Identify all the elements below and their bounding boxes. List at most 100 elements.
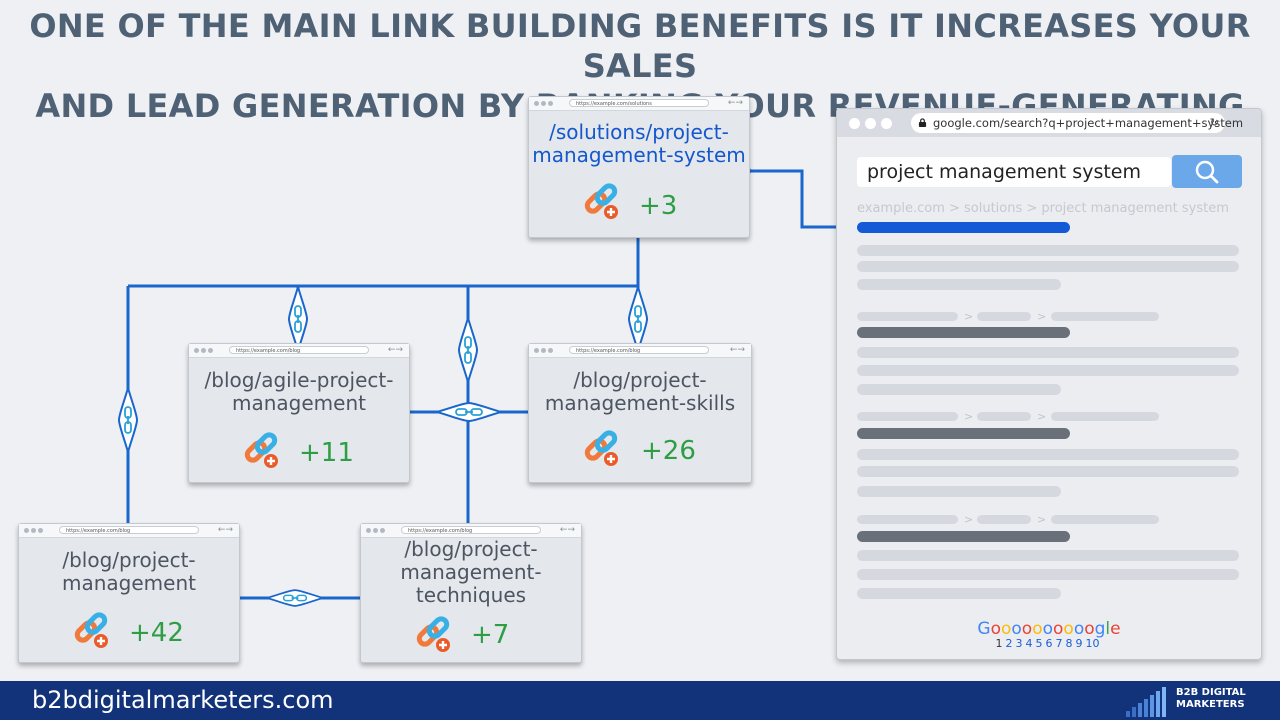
browser-bar: https://example.com/blog ←→ [189, 344, 409, 358]
url-field[interactable]: https://example.com/blog [401, 526, 541, 534]
reload-icon[interactable]: ↻ [1209, 116, 1219, 129]
result-snippet-line [857, 569, 1239, 580]
result-url-segment [857, 312, 958, 321]
brand-line: B2B DIGITAL [1176, 687, 1246, 698]
browser-bar: https://example.com/blog ←→ [19, 524, 239, 538]
window-dots-icon [194, 348, 215, 367]
nav-arrows-icon[interactable]: ←→ [727, 98, 743, 108]
page-number[interactable]: 2 [1005, 637, 1013, 650]
crumb-separator: > [1037, 410, 1047, 423]
window-dots-icon [849, 118, 897, 137]
result-title-highlighted[interactable] [857, 222, 1070, 233]
page-card-techniques[interactable]: https://example.com/blog ←→ /blog/projec… [360, 523, 582, 663]
page-title-line: /blog/project- [573, 368, 707, 392]
search-icon [1195, 160, 1219, 184]
logo-letter: G [977, 619, 991, 639]
page-card-skills[interactable]: https://example.com/blog ←→ /blog/projec… [528, 343, 752, 483]
page-title: /blog/project- management [19, 549, 239, 595]
page-title-line: techniques [415, 583, 527, 607]
window-dots-icon [24, 528, 45, 547]
result-snippet-line [857, 384, 1061, 395]
nav-arrows-icon[interactable]: ←→ [729, 345, 745, 355]
page-title-line: /blog/project- [62, 548, 196, 572]
address-bar[interactable]: google.com/search?q+project+management+s… [911, 113, 1243, 133]
result-snippet-line [857, 261, 1239, 272]
page-number[interactable]: 9 [1075, 637, 1083, 650]
window-dots-icon [534, 101, 555, 120]
backlink-count: +11 [299, 438, 354, 468]
page-title: /blog/project- management-skills [529, 369, 751, 415]
site-url[interactable]: b2bdigitalmarketers.com [32, 686, 334, 714]
url-field[interactable]: https://example.com/blog [59, 526, 199, 534]
crumb-separator: > [964, 310, 974, 323]
browser-bar: https://example.com/blog ←→ [529, 344, 751, 358]
result-snippet-line [857, 347, 1239, 358]
result-title[interactable] [857, 428, 1070, 439]
link-diamond-icon [628, 287, 648, 351]
nav-arrows-icon[interactable]: ←→ [559, 525, 575, 535]
address-text: google.com/search?q+project+management+s… [933, 116, 1244, 130]
page-number[interactable]: 1 [995, 637, 1003, 650]
result-url-segment [1051, 515, 1159, 524]
logo-letter: g [1094, 619, 1106, 639]
link-diamond-icon [267, 589, 323, 607]
backlink-icon [584, 430, 618, 466]
result-snippet-line [857, 365, 1239, 376]
page-title-line: /blog/project- [404, 537, 538, 561]
link-diamond-icon [118, 388, 138, 452]
backlink-count: +26 [641, 436, 696, 466]
page-card-agile[interactable]: https://example.com/blog ←→ /blog/agile-… [188, 343, 410, 483]
page-title: /blog/agile-project- management [189, 369, 409, 415]
link-diamond-icon [288, 287, 308, 351]
url-field[interactable]: https://example.com/solutions [569, 99, 709, 107]
window-dots-icon [366, 528, 387, 547]
result-url-segment [977, 515, 1031, 524]
logo-letter: l [1105, 619, 1111, 639]
logo-letter: e [1110, 619, 1121, 639]
page-number[interactable]: 10 [1085, 637, 1100, 650]
result-title[interactable] [857, 327, 1070, 338]
url-field[interactable]: https://example.com/blog [569, 346, 709, 354]
window-dots-icon [534, 348, 555, 367]
logo-letter: o [1042, 619, 1053, 639]
page-number[interactable]: 8 [1065, 637, 1073, 650]
logo-letter: o [1011, 619, 1022, 639]
nav-arrows-icon[interactable]: ←→ [217, 525, 233, 535]
backlink-icon [416, 616, 450, 652]
page-number[interactable]: 4 [1025, 637, 1033, 650]
connector-to-serp [747, 169, 858, 229]
result-snippet-line [857, 449, 1239, 460]
result-breadcrumb: example.com > solutions > project manage… [857, 201, 1229, 216]
result-url-segment [977, 412, 1031, 421]
url-field[interactable]: https://example.com/blog [229, 346, 369, 354]
browser-bar: https://example.com/blog ←→ [361, 524, 581, 538]
lock-icon [918, 118, 927, 127]
page-card-project-management[interactable]: https://example.com/blog ←→ /blog/projec… [18, 523, 240, 663]
result-title[interactable] [857, 531, 1070, 542]
page-title: /solutions/project- management-system [529, 121, 749, 167]
link-diamond-icon [437, 402, 501, 422]
page-title-line: management-skills [544, 391, 736, 415]
page-card-solutions[interactable]: https://example.com/solutions ←→ /soluti… [528, 96, 750, 238]
search-input[interactable]: project management system [857, 157, 1171, 187]
result-snippet-line [857, 279, 1061, 290]
logo-letter: o [1073, 619, 1085, 639]
backlink-count: +3 [639, 191, 678, 221]
page-number[interactable]: 6 [1045, 637, 1053, 650]
crumb-separator: > [1037, 310, 1047, 323]
page-number[interactable]: 7 [1055, 637, 1063, 650]
search-button[interactable] [1172, 155, 1242, 188]
result-snippet-line [857, 550, 1239, 561]
search-results-window: google.com/search?q+project+management+s… [836, 108, 1262, 660]
nav-arrows-icon[interactable]: ←→ [387, 345, 403, 355]
page-title-line: management-system [532, 143, 746, 167]
result-url-segment [1051, 312, 1159, 321]
logo-letter: o [1063, 619, 1074, 639]
page-number[interactable]: 5 [1035, 637, 1043, 650]
page-number[interactable]: 3 [1015, 637, 1023, 650]
brand-name: B2B DIGITAL MARKETERS [1176, 687, 1246, 711]
result-snippet-line [857, 466, 1239, 477]
footer-bar: b2bdigitalmarketers.com B2B DIGITAL MARK… [0, 681, 1280, 720]
